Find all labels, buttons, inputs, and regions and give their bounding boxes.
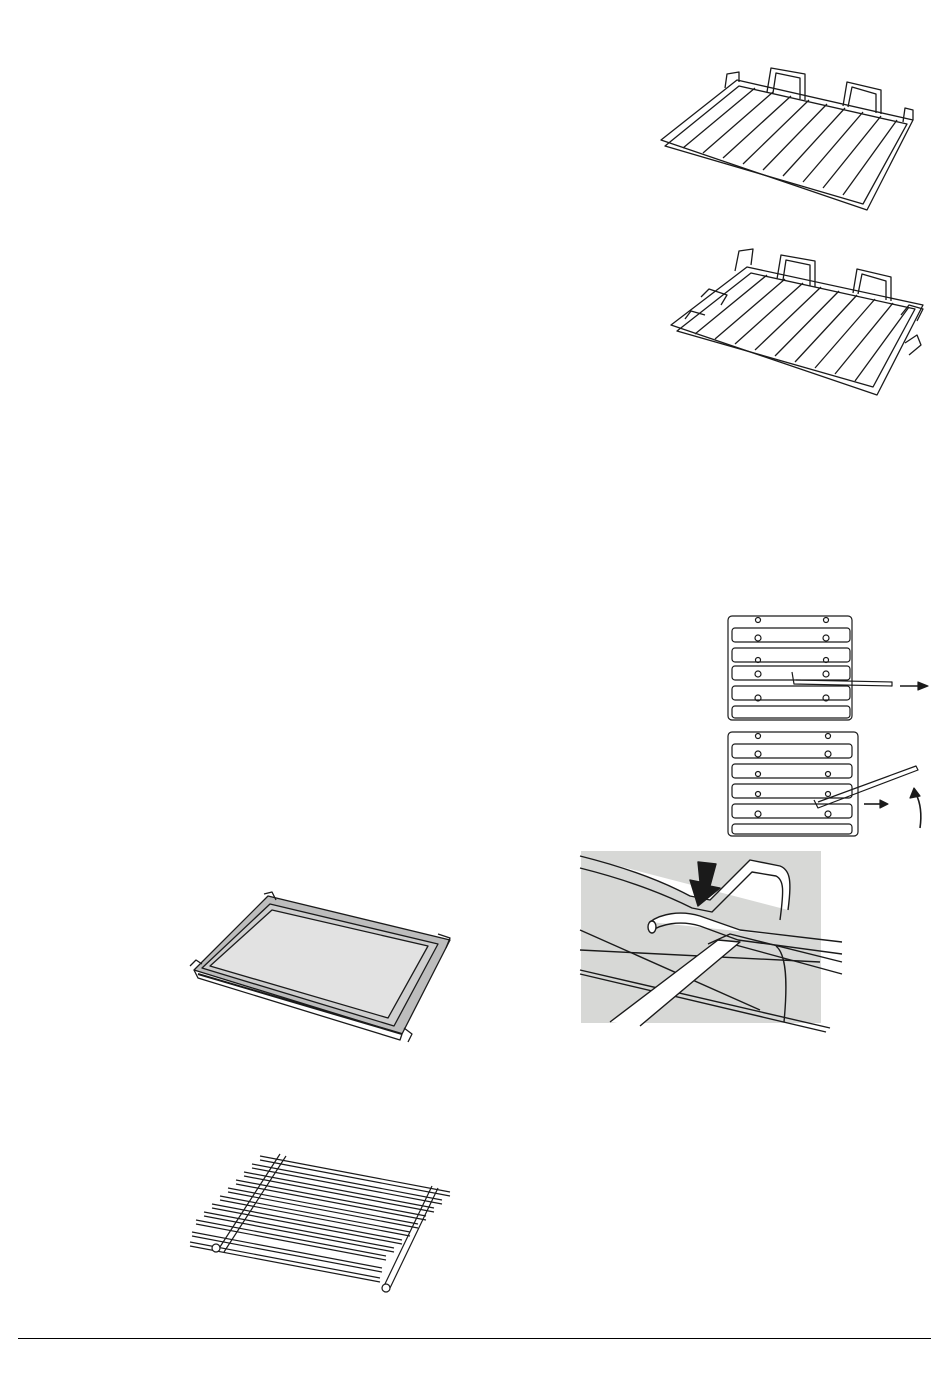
wire-shelf-illustration [655, 60, 920, 220]
side-rail-release-arrow-illustration [722, 612, 932, 724]
footer-rule [18, 1338, 931, 1339]
wire-shelf-with-guides-illustration [665, 245, 930, 405]
side-rail-lift-arrow-illustration [722, 730, 932, 838]
shelf-hook-closeup-illustration [580, 850, 842, 1032]
baking-tray-illustration [188, 892, 458, 1042]
grill-rack-illustration [188, 1150, 458, 1300]
